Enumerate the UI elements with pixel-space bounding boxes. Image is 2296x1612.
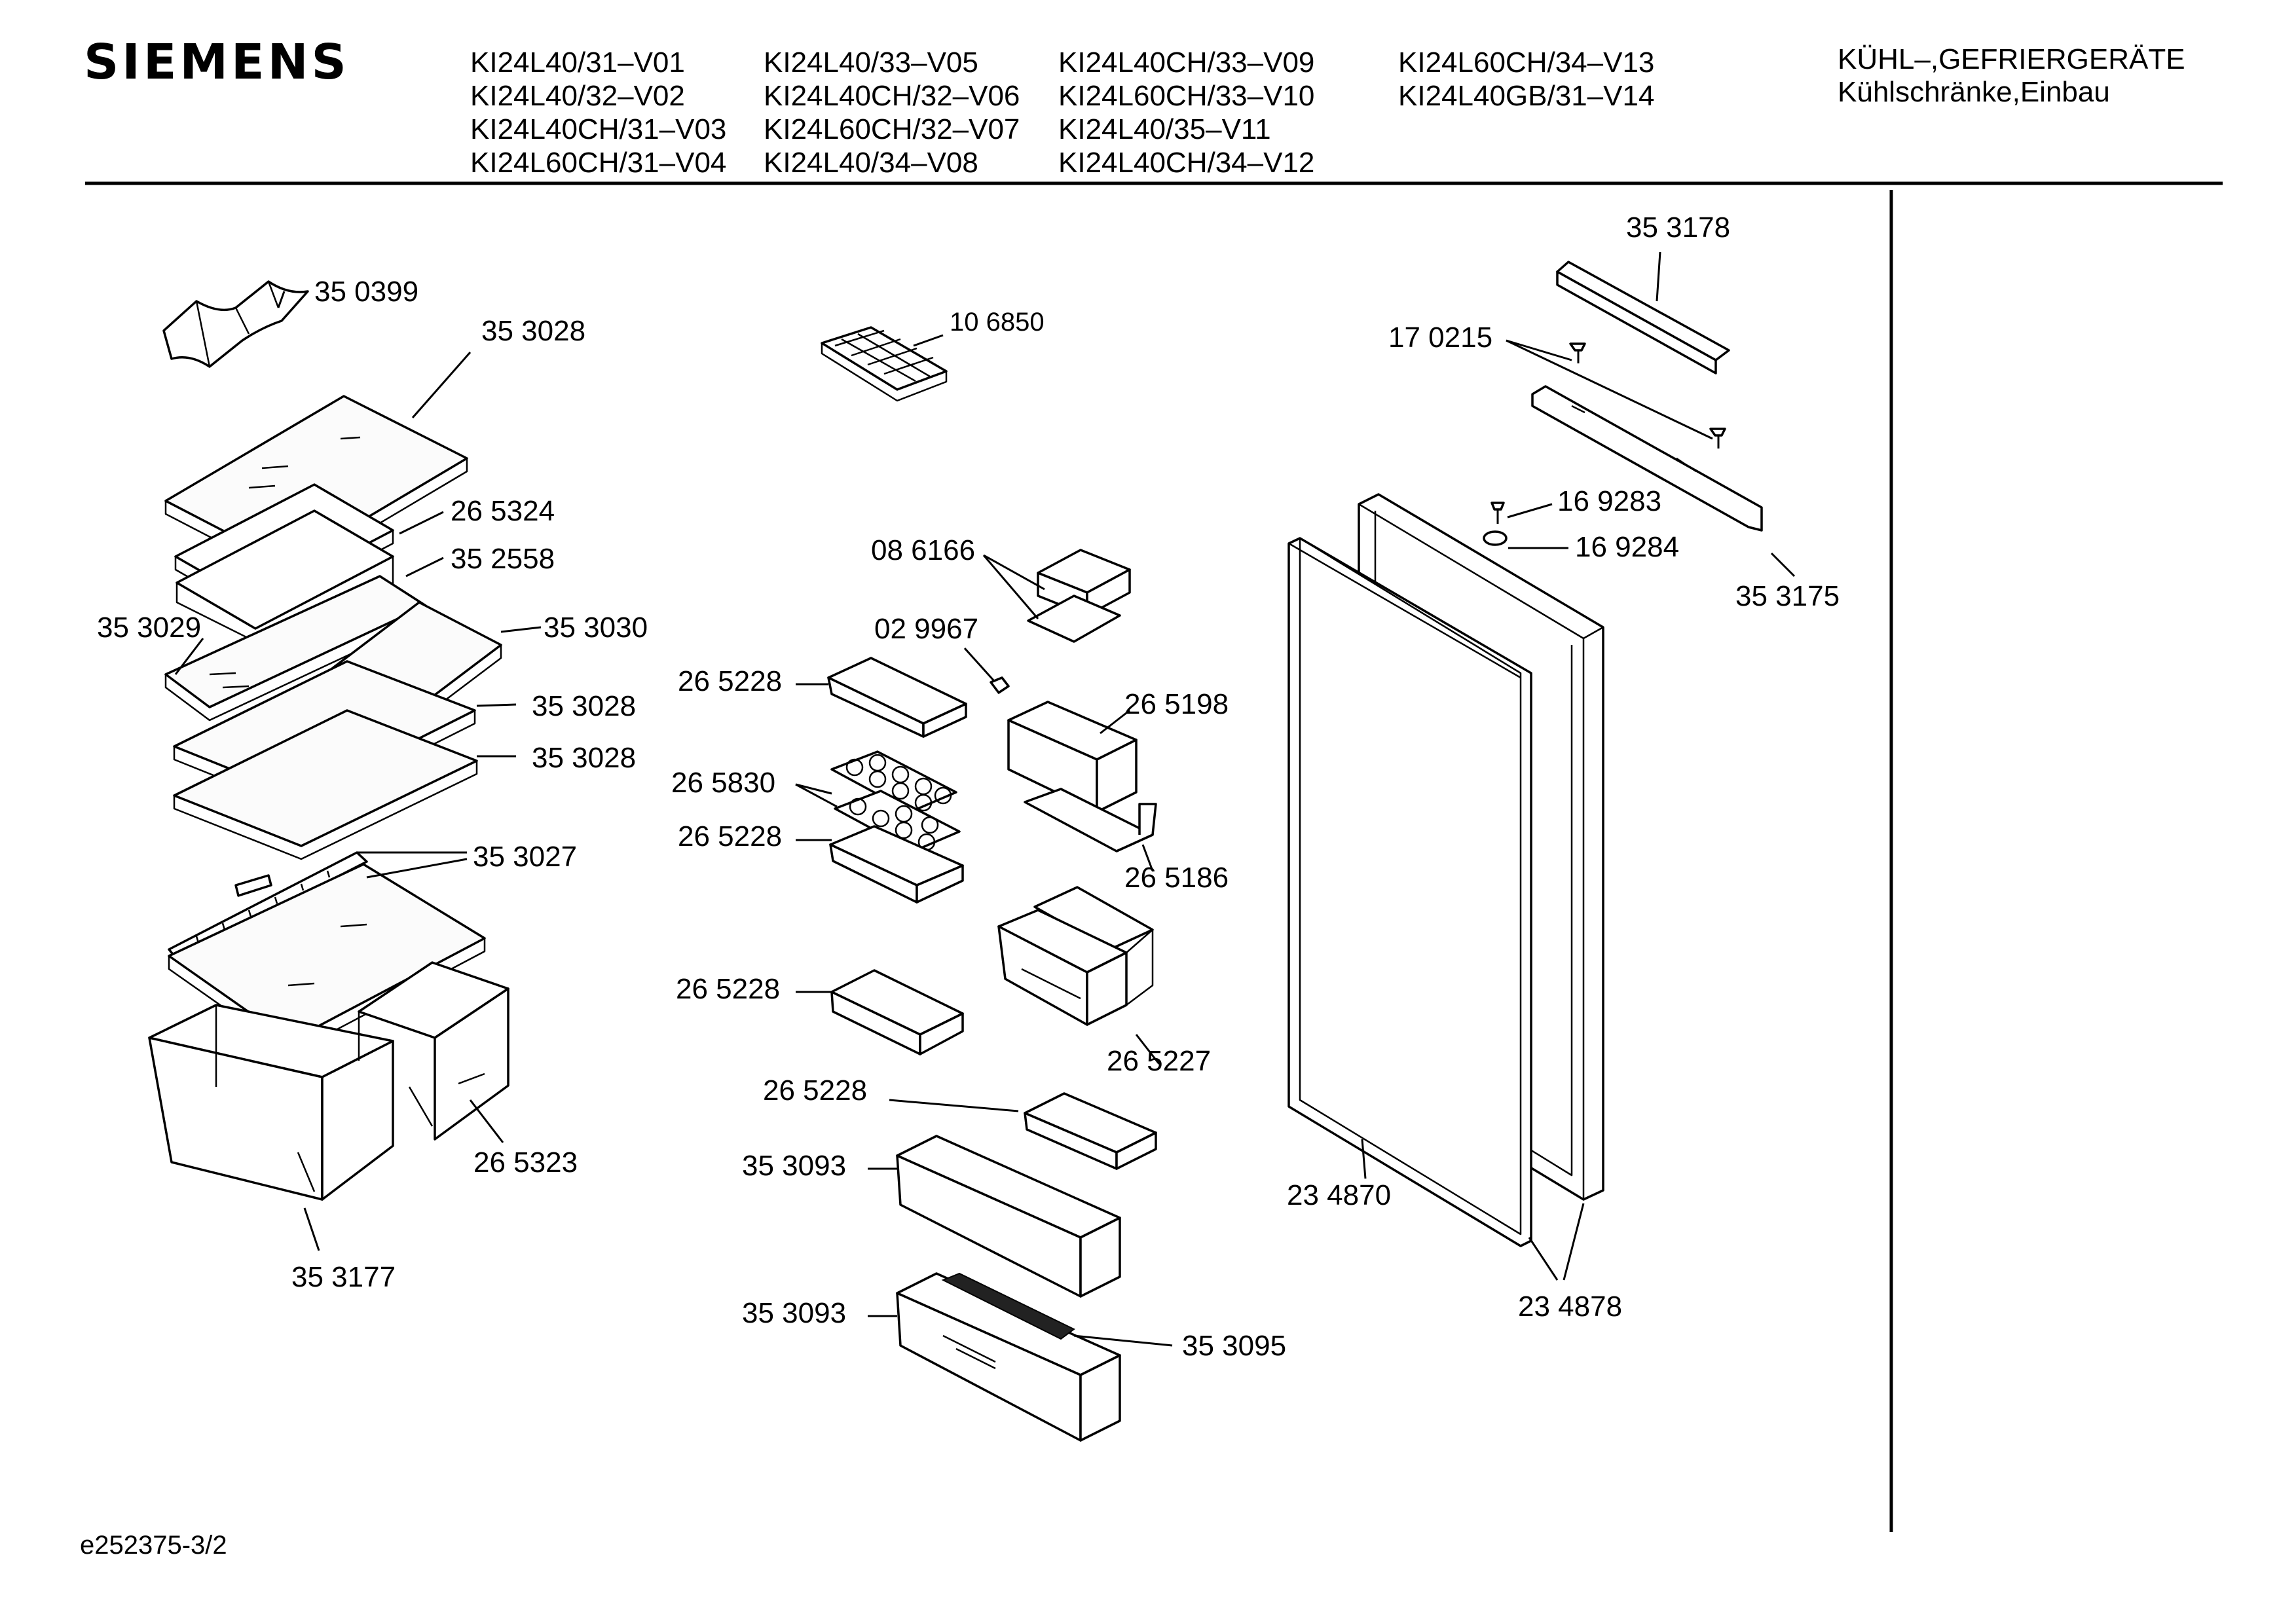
model-number: KI24L60CH/34–V13 xyxy=(1398,46,1655,79)
part-label: 26 5227 xyxy=(1107,1045,1211,1077)
part-label: 26 5228 xyxy=(763,1074,867,1107)
part-label: 35 3177 xyxy=(291,1261,396,1293)
model-number: KI24L40/32–V02 xyxy=(470,80,685,112)
model-number: KI24L40CH/32–V06 xyxy=(764,80,1020,112)
document-id: e252375-3/2 xyxy=(80,1531,227,1560)
part-label: 16 9283 xyxy=(1557,485,1661,517)
part-labels: 35 0399 35 3028 26 5324 35 2558 35 3029 … xyxy=(97,211,1840,1362)
door-bin-large-1-part xyxy=(896,1135,1121,1298)
part-label: 26 5324 xyxy=(451,495,555,527)
part-label: 16 9284 xyxy=(1575,531,1679,563)
model-list-column-1: KI24L40/31–V01 KI24L40/32–V02 KI24L40CH/… xyxy=(470,46,726,179)
part-label: 10 6850 xyxy=(950,308,1045,337)
model-number: KI24L40/35–V11 xyxy=(1058,113,1271,145)
door-bin-small-2-part xyxy=(829,825,964,904)
door-bin-double-part xyxy=(997,886,1154,1026)
model-list-column-3: KI24L40CH/33–V09 KI24L60CH/33–V10 KI24L4… xyxy=(1058,46,1314,179)
part-label: 26 5228 xyxy=(678,665,782,697)
part-label: 26 5228 xyxy=(678,820,782,852)
cap-part xyxy=(1483,530,1508,546)
screw-part xyxy=(1491,502,1505,524)
model-number: KI24L60CH/31–V04 xyxy=(470,147,727,179)
model-number: KI24L40CH/34–V12 xyxy=(1058,147,1315,179)
model-number: KI24L40/34–V08 xyxy=(764,147,978,179)
part-label: 17 0215 xyxy=(1388,321,1492,354)
egg-tray-clip-part xyxy=(162,280,309,368)
part-label: 23 4878 xyxy=(1518,1291,1622,1323)
ice-cube-tray-part xyxy=(821,326,948,402)
crisper-drawer-large-part xyxy=(148,1004,394,1201)
model-list-column-4: KI24L60CH/34–V13 KI24L40GB/31–V14 xyxy=(1398,46,1654,113)
bin-lid-part xyxy=(1024,788,1157,852)
hinge-cover-part xyxy=(1556,261,1730,375)
part-label: 35 3093 xyxy=(742,1297,846,1329)
door-bin-small-4-part xyxy=(1024,1092,1157,1170)
door-bin-covered-part xyxy=(1007,701,1138,813)
part-label: 35 3028 xyxy=(532,690,636,722)
part-label: 26 5323 xyxy=(473,1146,578,1179)
category-title: KÜHL–,GEFRIERGERÄTE xyxy=(1838,43,2185,75)
category-block: KÜHL–,GEFRIERGERÄTE Kühlschränke,Einbau xyxy=(1838,43,2185,109)
part-label: 35 3029 xyxy=(97,612,201,644)
part-label: 35 3030 xyxy=(544,612,648,644)
glass-shelf-low-part xyxy=(173,709,478,860)
crisper-drawer-small-part xyxy=(358,961,509,1141)
part-label: 26 5830 xyxy=(671,767,775,799)
screw-small-part xyxy=(990,676,1010,694)
bottle-retainer-part xyxy=(941,1272,1075,1340)
model-number: KI24L40CH/33–V09 xyxy=(1058,46,1315,79)
brand-logo: SIEMENS xyxy=(84,34,350,90)
part-label: 35 3028 xyxy=(481,315,585,347)
shelf-tray-set-part xyxy=(174,483,394,656)
hinge-screw-part xyxy=(1569,342,1726,449)
model-number: KI24L40/33–V05 xyxy=(764,46,978,79)
model-number: KI24L40CH/31–V03 xyxy=(470,113,727,145)
part-label: 35 3175 xyxy=(1735,580,1840,612)
part-label: 35 3178 xyxy=(1626,211,1730,244)
model-number: KI24L40/31–V01 xyxy=(470,46,685,79)
leader-lines xyxy=(174,251,1796,1347)
part-label: 35 3095 xyxy=(1182,1330,1286,1362)
model-number: KI24L40GB/31–V14 xyxy=(1398,80,1655,112)
category-subtitle: Kühlschränke,Einbau xyxy=(1838,76,2110,108)
part-label: 35 3028 xyxy=(532,742,636,774)
part-label: 35 2558 xyxy=(451,543,555,575)
door-bin-small-3-part xyxy=(830,969,964,1055)
part-label: 26 5186 xyxy=(1124,862,1229,894)
part-label: 26 5228 xyxy=(676,973,780,1005)
door-bin-large-2-part xyxy=(896,1272,1121,1442)
part-label: 23 4870 xyxy=(1287,1179,1391,1211)
part-label: 35 3093 xyxy=(742,1150,846,1182)
part-label: 26 5198 xyxy=(1124,688,1229,720)
part-label: 35 3027 xyxy=(473,841,577,873)
part-label: 08 6166 xyxy=(871,534,975,566)
part-label: 02 9967 xyxy=(874,613,978,645)
model-number: KI24L60CH/32–V07 xyxy=(764,113,1020,145)
model-list-column-2: KI24L40/33–V05 KI24L40CH/32–V06 KI24L60C… xyxy=(764,46,1020,179)
door-bin-small-1-part xyxy=(827,657,967,738)
butter-compartment-part xyxy=(1027,549,1131,643)
hinge-bracket-part xyxy=(1531,385,1763,532)
part-label: 35 0399 xyxy=(314,276,418,308)
model-number: KI24L60CH/33–V10 xyxy=(1058,80,1315,112)
